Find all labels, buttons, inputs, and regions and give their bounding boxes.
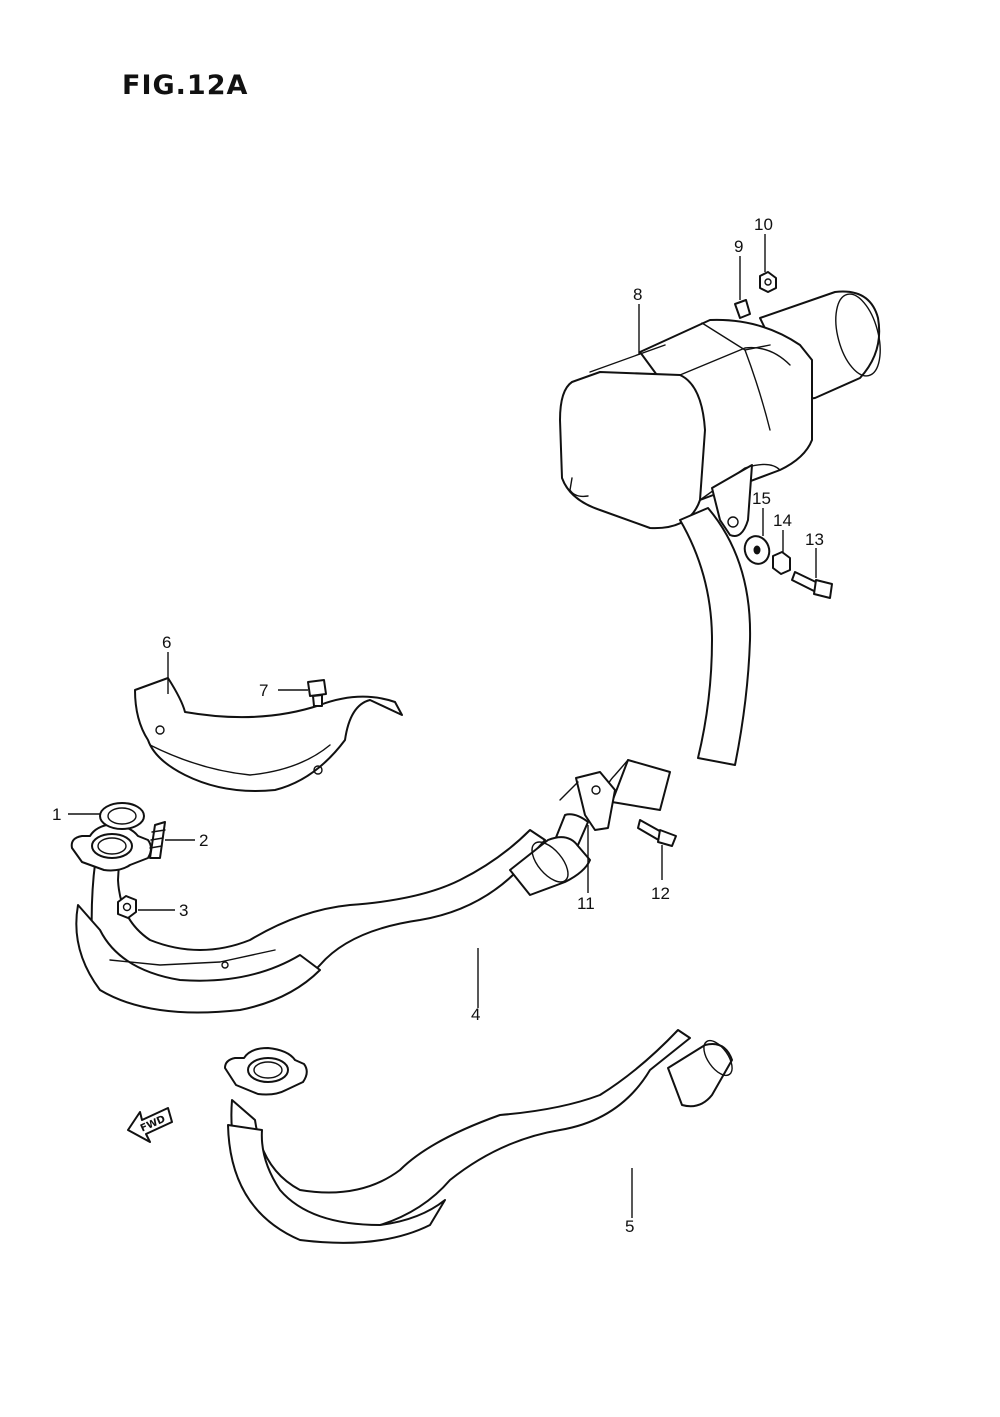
- forward-direction-arrow: FWD: [127, 1107, 173, 1143]
- callout-9: 9: [734, 237, 743, 256]
- callout-8: 8: [633, 285, 642, 304]
- callout-6: 6: [162, 633, 171, 652]
- bolt-12: [637, 819, 677, 847]
- bolt-13: [791, 571, 833, 599]
- heat-shield: [134, 677, 403, 792]
- callout-2: 2: [199, 831, 208, 850]
- callout-3: 3: [179, 901, 188, 920]
- callout-5: 5: [625, 1217, 634, 1236]
- washer: [743, 535, 771, 565]
- exhaust-pipe-front: [70, 823, 591, 1014]
- callout-14: 14: [773, 511, 792, 530]
- bolt-7: [307, 679, 327, 707]
- callout-10: 10: [754, 215, 773, 234]
- bolt-9: [734, 299, 751, 319]
- gasket: [99, 802, 145, 830]
- callout-15: 15: [752, 489, 771, 508]
- callout-4: 4: [471, 1005, 480, 1024]
- nut-10: [759, 271, 777, 293]
- callout-12: 12: [651, 884, 670, 903]
- exhaust-pipe-rear: [224, 1029, 733, 1244]
- figure-title: FIG.12A: [122, 70, 248, 101]
- leader-lines: [68, 234, 817, 1218]
- muffler-connector-pipe: [606, 507, 752, 811]
- callout-13: 13: [805, 530, 824, 549]
- stud-bolt: [149, 821, 166, 859]
- nut-14: [772, 551, 791, 575]
- nut: [117, 895, 137, 919]
- clamp: [554, 771, 616, 848]
- muffler: [559, 290, 881, 537]
- callout-11: 11: [577, 894, 595, 913]
- callout-7: 7: [259, 681, 268, 700]
- callout-labels: 1 2 3 4 5 6 7 8 9 10 11 12 13 14 15: [52, 215, 824, 1236]
- callout-1: 1: [52, 805, 61, 824]
